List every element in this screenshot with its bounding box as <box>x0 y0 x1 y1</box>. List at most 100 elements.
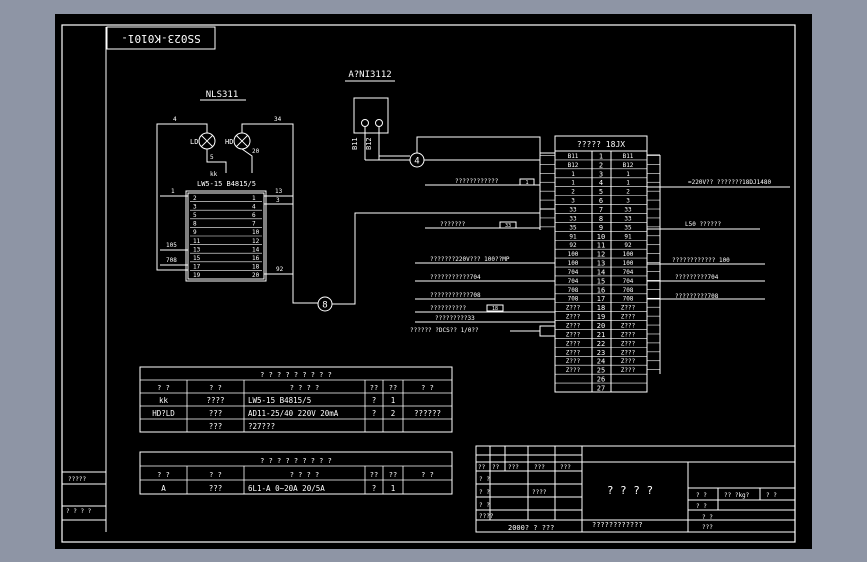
terminal-b12-label: B12 <box>365 137 373 150</box>
left-signal-2-box-label: 33 <box>505 223 511 229</box>
switch-contact-left: 11 <box>193 238 201 245</box>
strip-terminal-number: 14 <box>597 268 605 276</box>
materials-header: ?? <box>370 384 378 392</box>
wire-34 <box>241 123 320 304</box>
strip-left-label: 1 <box>571 171 575 178</box>
strip-right-label: 704 <box>623 269 634 276</box>
switch-contact-right: 20 <box>252 272 260 279</box>
switch-contact-right: 1 <box>252 195 256 202</box>
wire-20 <box>241 148 253 173</box>
drawing-number-box <box>106 26 216 50</box>
switch-contact-left: 5 <box>193 212 197 219</box>
switch-contact-left: 8 <box>193 221 197 228</box>
materials-cell: ?????? <box>414 409 441 418</box>
lamp-hd-label: HD <box>225 138 233 146</box>
tb-scale-1: ? ? <box>696 492 707 499</box>
strip-right-label: Z??? <box>621 323 636 330</box>
strip-right-label: 92 <box>624 242 632 249</box>
strip-left-label: 100 <box>568 260 579 267</box>
strip-right-label: Z??? <box>621 367 636 374</box>
strip-terminal-number: 22 <box>597 340 605 348</box>
inner-border <box>61 24 796 543</box>
strip-left-ticks <box>540 155 555 228</box>
wire-34-label: 34 <box>274 116 282 123</box>
strip-terminal-number: 15 <box>597 277 605 285</box>
materials-cell: 2 <box>391 409 396 418</box>
lamp-ld-cross2 <box>200 134 214 148</box>
strip-left-label: 91 <box>569 233 577 240</box>
strip-left-label: 2 <box>571 189 575 196</box>
switch-contact-right: 6 <box>252 212 256 219</box>
strip-right-label: 1 <box>626 171 630 178</box>
strip-terminal-number: 10 <box>597 233 605 241</box>
wire-13-label: 13 <box>275 188 283 195</box>
strip-left-label: 1 <box>571 180 575 187</box>
tb-mini-4: ??? <box>534 464 545 471</box>
strip-terminal-number: 4 <box>599 179 603 187</box>
materials-cell: AD11-25/40 220V 20mA <box>248 409 339 418</box>
bubble-4-label: 4 <box>414 157 419 167</box>
tb-mini-1: ?? <box>478 464 486 471</box>
tb-info-1: ? ? <box>696 503 707 510</box>
tb-sign-value: ???? <box>532 489 547 496</box>
materials-cell: ? <box>372 409 377 418</box>
strip-right-label: Z??? <box>621 358 636 365</box>
tb-sign-1: ? ? <box>479 476 490 483</box>
switch-contact-right: 7 <box>252 221 256 228</box>
left-signal-3: ???????220V??? 100??MP <box>430 256 510 263</box>
materials2-cell: ??? <box>209 484 223 493</box>
strip-right-label: 33 <box>624 206 632 213</box>
tb-date: 2000? ? ??? <box>508 524 554 532</box>
right-signal-group: =220V?? ???????18DJ1480 L50 ?????? ?????… <box>647 179 790 300</box>
left-margin-1: ????? <box>68 476 86 483</box>
strip-left-label: Z??? <box>566 314 581 321</box>
materials-cell: 1 <box>391 396 396 405</box>
wire-to-strip-top <box>416 136 555 154</box>
switch-contact-right: 18 <box>252 264 260 271</box>
tb-scale-2: ?? ?kg? <box>724 492 750 499</box>
switch-contact-left: 9 <box>193 229 197 236</box>
strip-terminal-number: 27 <box>597 385 605 393</box>
strip-right-label: 704 <box>623 278 634 285</box>
lamp-ld-label: LD <box>190 138 198 146</box>
strip-terminal-number: 7 <box>599 206 603 214</box>
strip-left-label: Z??? <box>566 367 581 374</box>
materials-cell: ?27??? <box>248 422 275 431</box>
strip-terminal-number: 19 <box>597 313 605 321</box>
left-signal-1: ???????????? <box>455 178 499 185</box>
left-signal-7: ?????????33 <box>435 315 475 322</box>
strip-left-label: B12 <box>568 162 579 169</box>
tb-sign-2: ? ? <box>479 489 490 496</box>
bubble-8-label: 8 <box>322 301 327 311</box>
right-signal-5: ?????????708 <box>675 293 719 300</box>
strip-left-label: 708 <box>568 287 579 294</box>
left-signal-2-box <box>499 221 517 229</box>
materials2-header: ? ? ? ? <box>290 471 320 479</box>
left-signal-1-box-label: 1 <box>525 180 528 186</box>
strip-left-label: 3 <box>571 198 575 205</box>
materials-cell: HD?LD <box>152 409 175 418</box>
wire-20-label: 20 <box>252 148 260 155</box>
strip-right-ticks <box>647 155 660 370</box>
materials-header: ?? <box>389 384 397 392</box>
strip-right-label: 1 <box>626 180 630 187</box>
strip-terminal-number: 13 <box>597 260 605 268</box>
strip-left-label: Z??? <box>566 349 581 356</box>
wire-1-label: 1 <box>171 188 175 195</box>
strip-terminal-number: 12 <box>597 251 605 259</box>
left-signal-6-box-label: 18 <box>492 306 498 312</box>
strip-right-label: 91 <box>624 233 632 240</box>
tb-main-title: ? ? ? ? <box>607 484 653 497</box>
strip-terminal-number: 2 <box>599 161 603 169</box>
tb-subtitle: ???????????? <box>592 521 643 529</box>
strip-left-label: Z??? <box>566 358 581 365</box>
switch-contact-right: 10 <box>252 229 260 236</box>
materials-cell: kk <box>159 396 169 405</box>
materials2-cell: ? <box>372 484 377 493</box>
materials-cell: ??? <box>209 422 223 431</box>
right-signal-4: ?????????704 <box>675 274 719 281</box>
switch-contact-left: 17 <box>193 264 201 271</box>
materials-frame <box>139 366 453 433</box>
materials-cell: ? <box>372 396 377 405</box>
